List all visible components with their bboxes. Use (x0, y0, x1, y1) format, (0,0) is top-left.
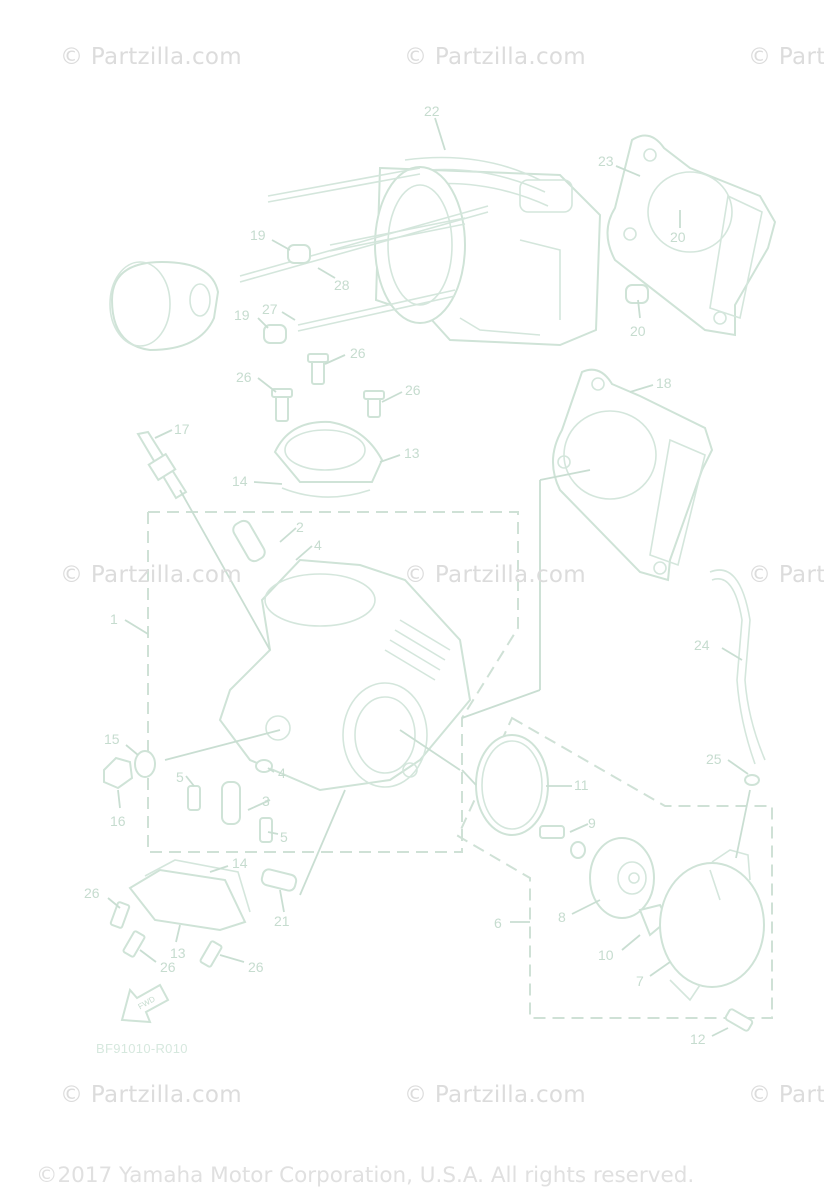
callout-1: 1 (110, 611, 118, 627)
callout-13b: 13 (170, 945, 186, 961)
callout-9: 9 (588, 815, 596, 831)
valve-lifter-3 (221, 781, 241, 825)
bolt-26e (122, 930, 146, 958)
callout-23: 23 (598, 153, 614, 169)
pump-rotor-8 (589, 837, 655, 919)
copyright-notice: ©2017 Yamaha Motor Corporation, U.S.A. A… (36, 1163, 695, 1188)
callout-27: 27 (262, 301, 278, 317)
callout-13a: 13 (404, 445, 420, 461)
bolt-26d (109, 901, 131, 929)
callout-8: 8 (558, 909, 566, 925)
bolt-26b (271, 388, 293, 422)
plug-16 (103, 756, 134, 790)
watermark-mid-right: © Part (748, 562, 824, 588)
bolt-5a (187, 785, 201, 811)
callout-4b: 4 (278, 765, 286, 781)
cylinder-head-part (218, 558, 472, 792)
piston-part (109, 260, 220, 352)
watermark-bottom-center: © Partzilla.com (404, 1082, 586, 1108)
callout-26e: 26 (160, 959, 176, 975)
washer-15 (134, 750, 156, 778)
clip-25 (744, 774, 760, 786)
bolt-12 (724, 1008, 754, 1032)
bolt-26c (363, 390, 385, 418)
diagram-code: BF91010-R010 (96, 1041, 188, 1056)
upper-cover-part (273, 420, 384, 498)
washer-9 (570, 841, 586, 859)
cylinder-studs (239, 167, 489, 332)
watermark-bottom-left: © Partzilla.com (60, 1082, 242, 1108)
callout-25: 25 (706, 751, 722, 767)
cylinder-base-gasket (606, 134, 777, 337)
fitting-21 (260, 868, 298, 892)
bolt-5b (259, 817, 273, 843)
cylinder-part (374, 156, 602, 347)
dowel-pin-19a (287, 244, 311, 264)
valve-lifter-2 (232, 519, 266, 563)
callout-14b: 14 (232, 855, 248, 871)
callout-11: 11 (574, 777, 589, 793)
callout-10: 10 (598, 947, 614, 963)
callout-2: 2 (296, 519, 304, 535)
oil-pump-assembly-box (456, 716, 773, 1019)
leader-lines (107, 117, 751, 1037)
callout-22: 22 (424, 103, 440, 119)
callout-4a: 4 (314, 537, 322, 553)
fwd-arrow-icon: FWD (120, 983, 170, 1024)
bolt-26f (199, 940, 223, 968)
callout-26c: 26 (405, 382, 421, 398)
cylinder-head-gasket (551, 368, 714, 582)
watermark-mid-center: © Partzilla.com (404, 562, 586, 588)
callout-16: 16 (110, 813, 126, 829)
callout-26b: 26 (236, 369, 252, 385)
callout-14a: 14 (232, 473, 248, 489)
watermark-top-left: © Partzilla.com (60, 44, 242, 70)
callout-5b: 5 (280, 829, 288, 845)
cylinder-head-assembly-box (147, 511, 519, 853)
callout-19a: 19 (250, 227, 266, 243)
dowel-pin-19b (263, 324, 287, 344)
pump-housing-7 (659, 849, 765, 1002)
callout-21: 21 (274, 913, 290, 929)
spark-plug-part (136, 430, 188, 500)
lower-cover-part (128, 859, 251, 932)
callout-17: 17 (174, 421, 190, 437)
callout-3: 3 (262, 793, 270, 809)
callout-15: 15 (104, 731, 120, 747)
callout-24: 24 (694, 637, 710, 653)
watermark-top-center: © Partzilla.com (404, 44, 586, 70)
callout-26a: 26 (350, 345, 366, 361)
bolt-26a (307, 353, 329, 385)
callout-6: 6 (494, 915, 502, 931)
callout-5a: 5 (176, 769, 184, 785)
o-ring-4 (255, 759, 273, 773)
callout-19b: 19 (234, 307, 250, 323)
screw-9 (539, 825, 565, 839)
callout-18: 18 (656, 375, 672, 391)
callout-20a: 20 (670, 229, 686, 245)
watermark-bottom-right: © Part (748, 1082, 824, 1108)
callout-28: 28 (334, 277, 350, 293)
callout-26d: 26 (84, 885, 100, 901)
breather-hose-24 (709, 569, 766, 765)
dowel-pin-20b (625, 284, 649, 304)
callout-12: 12 (690, 1031, 706, 1047)
callout-labels: 22 23 20 19 28 27 19 20 26 26 26 18 17 1… (84, 103, 722, 1047)
callout-20b: 20 (630, 323, 646, 339)
callout-26f: 26 (248, 959, 264, 975)
watermark-top-right: © Part (748, 44, 824, 70)
o-ring-11 (475, 734, 549, 836)
callout-7: 7 (636, 973, 644, 989)
watermark-mid-left: © Partzilla.com (60, 562, 242, 588)
